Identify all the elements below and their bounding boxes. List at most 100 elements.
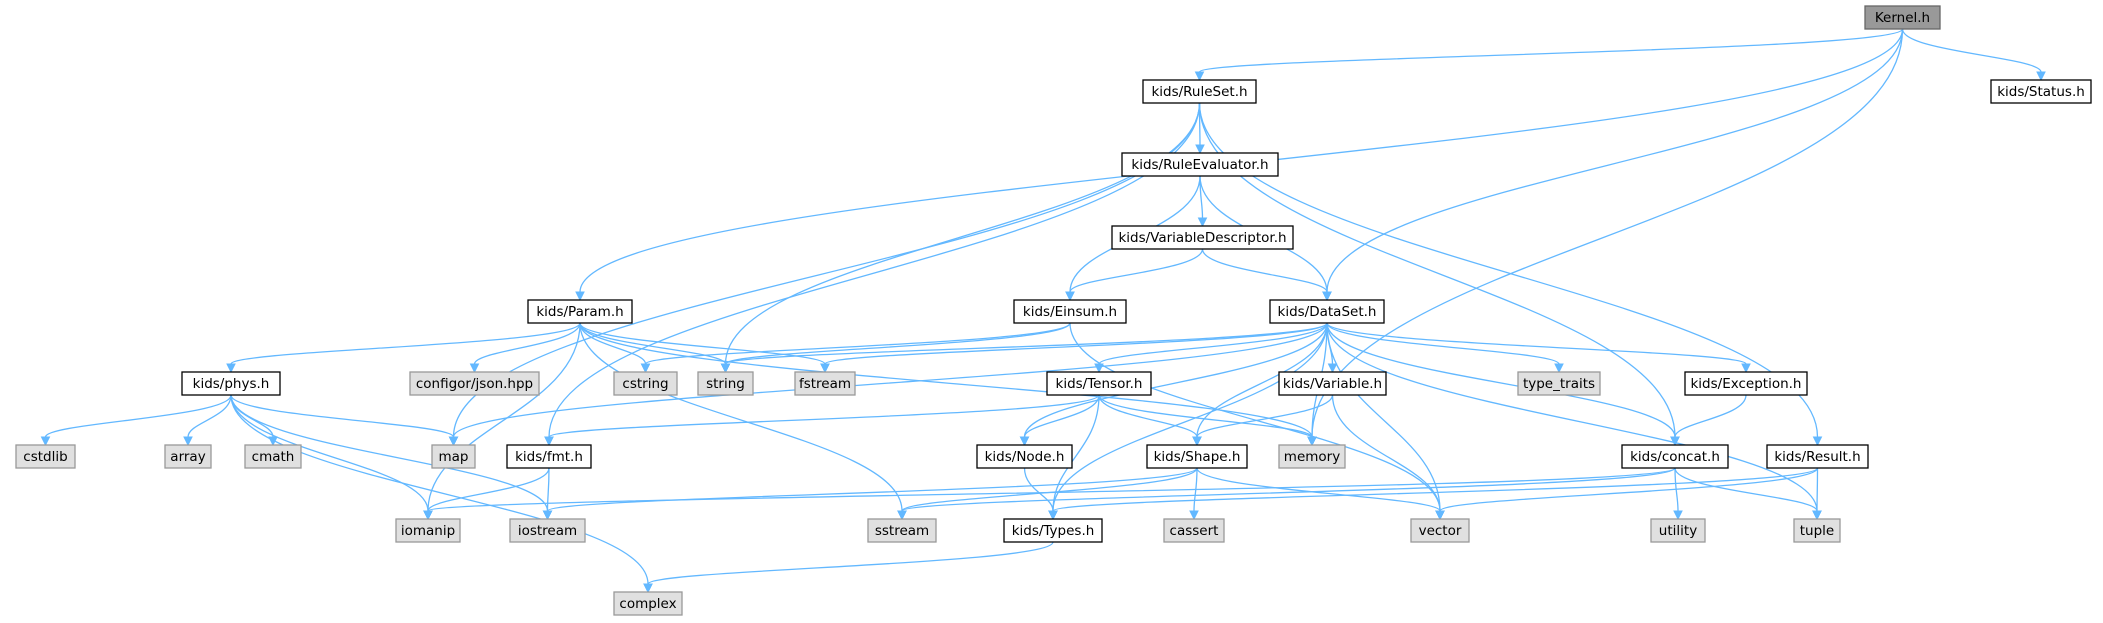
node-box xyxy=(395,518,461,543)
edge-variable-to-vector xyxy=(1331,394,1445,521)
node-dataset[interactable]: kids/DataSet.h xyxy=(1269,299,1385,324)
node-concat[interactable]: kids/concat.h xyxy=(1621,444,1729,469)
node-label: kids/RuleSet.h xyxy=(1151,84,1247,100)
node-ruleeval[interactable]: kids/RuleEvaluator.h xyxy=(1121,152,1279,177)
edge-line xyxy=(427,467,550,512)
nodes-layer: Kernel.h kids/RuleSet.h kids/Status.h kids/… xyxy=(15,5,2092,616)
node-memory: memory xyxy=(1278,444,1346,469)
node-result[interactable]: kids/Result.h xyxy=(1766,444,1869,469)
node-node[interactable]: kids/Node.h xyxy=(976,444,1073,469)
node-kernel: Kernel.h xyxy=(1864,5,1941,30)
edge-kernel-to-dataset xyxy=(1322,28,1904,302)
edge-line xyxy=(579,322,647,365)
edge-line xyxy=(1326,322,1560,365)
node-variable[interactable]: kids/Variable.h xyxy=(1278,371,1387,396)
edge-line xyxy=(1198,28,1904,73)
edge-line xyxy=(1901,28,2042,73)
edge-tensor-to-fmt xyxy=(544,394,1100,447)
node-box xyxy=(1046,371,1152,396)
edge-line xyxy=(1816,467,1819,512)
node-label: array xyxy=(170,449,205,465)
arrowhead-icon xyxy=(226,363,236,374)
node-map: map xyxy=(431,444,476,469)
node-box xyxy=(1121,152,1279,177)
edge-line xyxy=(579,322,727,365)
edge-dataset-to-typetraits xyxy=(1326,322,1564,374)
node-fmt[interactable]: kids/fmt.h xyxy=(506,444,592,469)
node-phys[interactable]: kids/phys.h xyxy=(181,371,281,396)
edge-result-to-vector xyxy=(1435,467,1819,521)
node-label: memory xyxy=(1284,449,1340,465)
arrowhead-icon xyxy=(423,510,433,521)
node-box xyxy=(409,371,540,396)
arrowhead-icon xyxy=(1019,436,1030,447)
edge-line xyxy=(579,322,903,512)
node-box xyxy=(1269,299,1385,324)
edge-line xyxy=(1326,322,1441,512)
edge-line xyxy=(187,394,232,438)
edge-variable-to-shape xyxy=(1192,394,1334,447)
arrowhead-icon xyxy=(720,363,731,374)
arrowhead-icon xyxy=(1195,144,1205,155)
edge-kernel-to-memory xyxy=(1307,28,1904,447)
node-types[interactable]: kids/Types.h xyxy=(1003,518,1103,543)
node-box xyxy=(1650,518,1706,543)
node-box xyxy=(1278,371,1387,396)
node-label: kids/Tensor.h xyxy=(1056,376,1143,392)
node-sstream: sstream xyxy=(867,518,937,543)
arrowhead-icon xyxy=(1192,436,1202,447)
edge-line xyxy=(1069,248,1204,293)
node-label: utility xyxy=(1659,523,1697,539)
arrowhead-icon xyxy=(469,363,480,374)
node-cmath: cmath xyxy=(244,444,302,469)
node-label: kids/fmt.h xyxy=(515,449,583,465)
arrowhead-icon xyxy=(1048,510,1058,521)
edge-types-to-complex xyxy=(643,541,1054,594)
node-complex: complex xyxy=(613,591,683,616)
edge-kernel-to-ruleset xyxy=(1194,28,1904,82)
edge-line xyxy=(1326,322,1676,438)
node-label: kids/Result.h xyxy=(1774,449,1860,465)
node-vardesc[interactable]: kids/VariableDescriptor.h xyxy=(1111,225,1294,250)
node-box xyxy=(509,518,586,543)
node-label: fstream xyxy=(799,376,851,392)
node-label: kids/Types.h xyxy=(1012,523,1095,539)
node-box xyxy=(1410,518,1470,543)
node-label: cstring xyxy=(622,376,668,392)
node-label: cmath xyxy=(252,449,295,465)
node-box xyxy=(1163,518,1225,543)
edge-line xyxy=(579,322,826,365)
edge-line xyxy=(230,322,581,365)
edge-line xyxy=(1326,322,1818,512)
node-label: configor/json.hpp xyxy=(416,376,533,392)
node-box xyxy=(1146,444,1248,469)
node-box xyxy=(181,371,281,396)
arrowhead-icon xyxy=(575,291,585,302)
edge-line xyxy=(1023,467,1054,512)
edge-line xyxy=(1196,394,1334,438)
node-label: kids/phys.h xyxy=(193,376,270,392)
arrowhead-icon xyxy=(183,436,193,447)
node-label: tuple xyxy=(1800,523,1834,539)
edge-line xyxy=(230,394,429,512)
node-exception[interactable]: kids/Exception.h xyxy=(1684,371,1808,396)
node-box xyxy=(1517,371,1601,396)
arrowhead-icon xyxy=(1812,510,1822,521)
edge-line xyxy=(1201,248,1328,293)
node-param[interactable]: kids/Param.h xyxy=(527,299,633,324)
arrowhead-icon xyxy=(544,436,554,447)
node-status[interactable]: kids/Status.h xyxy=(1990,79,2092,104)
node-typetraits: type_traits xyxy=(1517,371,1601,396)
edge-line xyxy=(1023,394,1100,438)
node-shape[interactable]: kids/Shape.h xyxy=(1146,444,1248,469)
edge-line xyxy=(1098,322,1328,365)
edge-result-to-tuple xyxy=(1812,467,1822,521)
node-label: kids/DataSet.h xyxy=(1278,304,1377,320)
node-ruleset[interactable]: kids/RuleSet.h xyxy=(1142,79,1257,104)
node-tensor[interactable]: kids/Tensor.h xyxy=(1046,371,1152,396)
edge-tensor-to-node xyxy=(1019,394,1100,447)
edge-param-to-phys xyxy=(226,322,581,374)
edge-line xyxy=(724,102,1201,365)
node-einsum[interactable]: kids/Einsum.h xyxy=(1013,299,1127,324)
